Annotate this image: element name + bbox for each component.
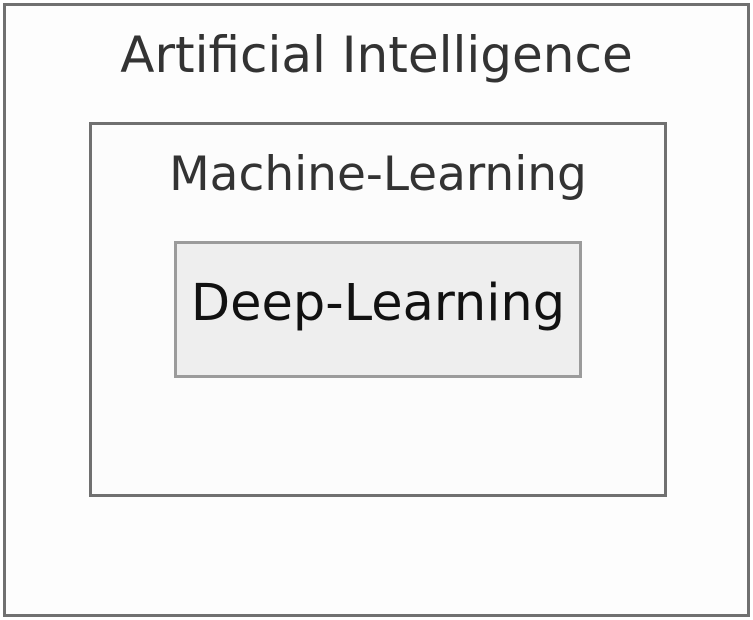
deep-learning-box: Deep-Learning bbox=[174, 241, 582, 378]
artificial-intelligence-label: Artificial Intelligence bbox=[120, 26, 633, 84]
machine-learning-label: Machine-Learning bbox=[169, 147, 587, 202]
deep-learning-label: Deep-Learning bbox=[190, 274, 566, 333]
